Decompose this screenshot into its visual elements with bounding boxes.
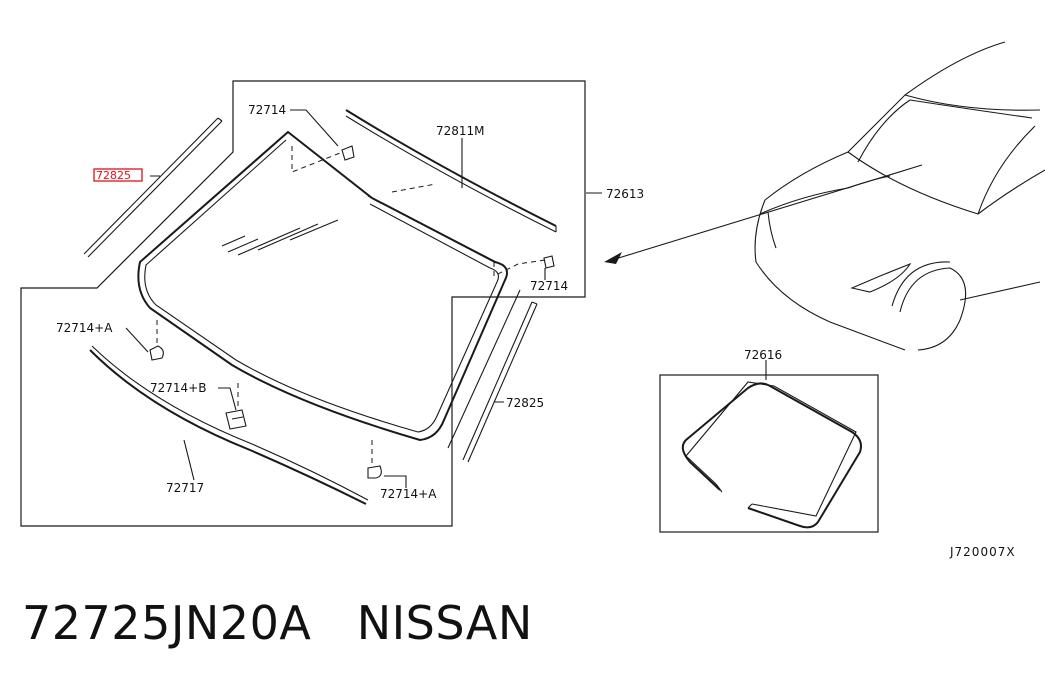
parts-diagram: 72825 72714 72811M 72613 72714 72714+A 7…	[20, 41, 1045, 559]
diagram-id: J720007X	[949, 545, 1016, 559]
seal[interactable]	[681, 381, 862, 529]
left-clip-a[interactable]	[149, 345, 164, 361]
brand-name: NISSAN	[356, 596, 533, 650]
clip-b-label: 72714+B	[150, 381, 206, 395]
car-illustration	[754, 41, 1045, 351]
clip-right-label: 72714	[530, 279, 568, 293]
right-clip-dashed-lines	[493, 259, 546, 277]
part-title: 72725JN20A NISSAN	[22, 596, 533, 650]
clip-a-bottom-label: 72714+A	[380, 487, 437, 501]
clip-a-left-label: 72714+A	[56, 321, 113, 335]
lower-molding[interactable]	[89, 345, 369, 505]
lower-molding-label: 72717	[166, 481, 204, 495]
left-side-molding[interactable]	[83, 117, 223, 258]
clip-b[interactable]	[225, 409, 247, 430]
right-side-molding[interactable]	[447, 289, 538, 463]
part-number: 72725JN20A	[22, 596, 312, 650]
seal-label: 72616	[744, 348, 782, 362]
windshield-glass[interactable]	[137, 130, 508, 442]
highlighted-part-label[interactable]: 72825	[96, 169, 131, 182]
side-molding-label: 72825	[506, 396, 544, 410]
highlight-box	[93, 168, 143, 182]
top-molding-label: 72811M	[436, 124, 485, 138]
clip-top-label: 72714	[248, 103, 286, 117]
top-clip[interactable]	[341, 145, 355, 161]
assembly-frame	[20, 80, 586, 527]
leader-lines	[125, 109, 602, 488]
title-gap	[311, 596, 356, 650]
glass-dashed-line	[391, 183, 437, 193]
assembly-label: 72613	[606, 187, 644, 201]
right-clip[interactable]	[543, 255, 555, 269]
top-molding[interactable]	[345, 109, 557, 233]
bottom-clip-a[interactable]	[367, 465, 382, 479]
seal-inset-frame	[659, 374, 879, 533]
